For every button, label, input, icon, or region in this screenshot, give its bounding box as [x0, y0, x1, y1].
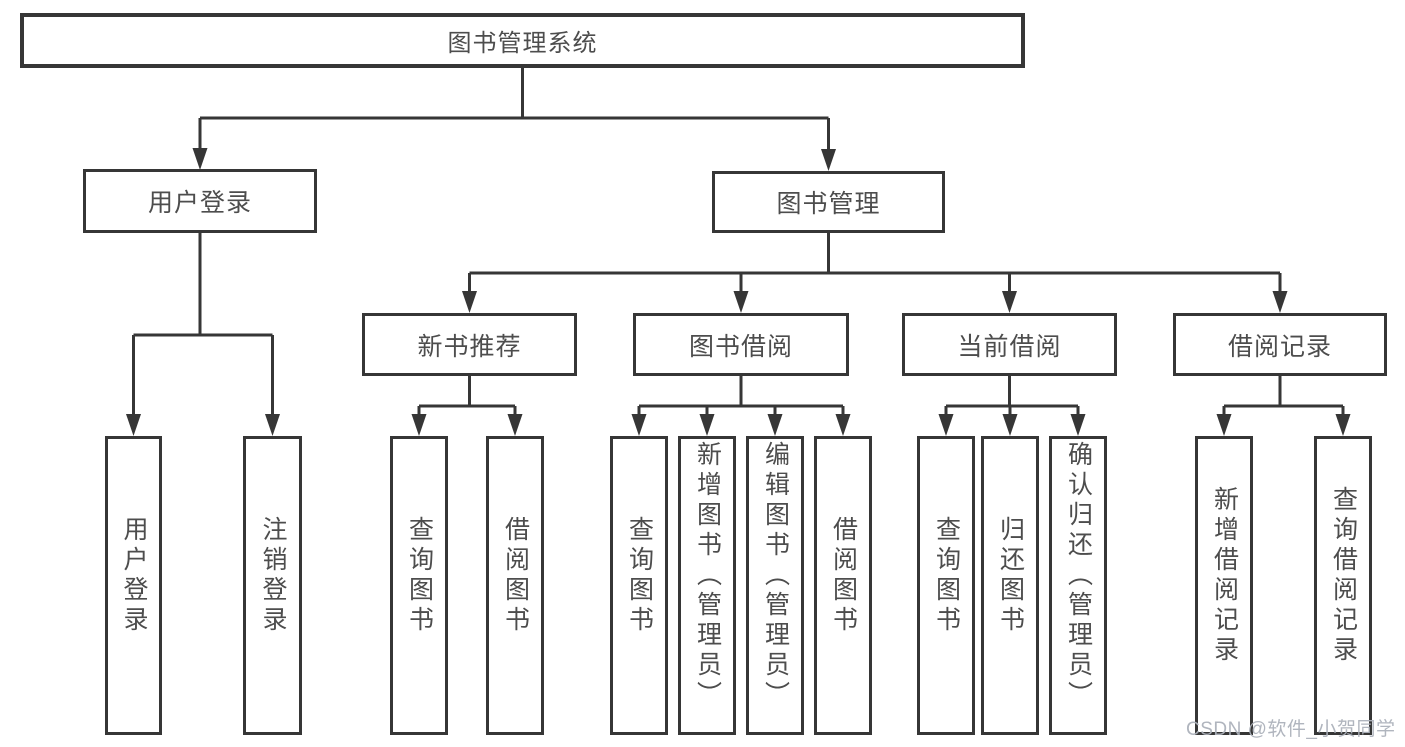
- node-new-book-recommend: 新书推荐: [362, 313, 577, 376]
- node-current-borrow: 当前借阅: [902, 313, 1117, 376]
- csdn-watermark: CSDN @软件_小贺同学: [1186, 719, 1396, 740]
- leaf-borrow-books-label: 借阅图书: [829, 515, 858, 636]
- leaf-borrow-books: 借阅图书: [814, 436, 872, 735]
- root-connector: [192, 68, 836, 171]
- node-book-management: 图书管理: [712, 171, 945, 233]
- node-borrow-records: 借阅记录: [1173, 313, 1387, 376]
- node-root-system: 图书管理系统: [20, 13, 1025, 68]
- leaf-query-books-borrow: 查询图书: [610, 436, 668, 735]
- leaf-user-login-label: 用户登录: [120, 515, 148, 636]
- leaf-borrow-books-recommend-label: 借阅图书: [501, 515, 530, 636]
- leaf-query-borrow-record-label: 查询借阅记录: [1329, 485, 1358, 666]
- leaf-query-borrow-record: 查询借阅记录: [1314, 436, 1372, 735]
- leaf-edit-book-admin-label: 编辑图书（管理员）: [761, 440, 790, 711]
- book-borrow-connector: [631, 376, 851, 436]
- node-book-borrow: 图书借阅: [633, 313, 849, 376]
- leaf-logout-label: 注销登录: [259, 515, 287, 636]
- leaf-query-books-recommend-label: 查询图书: [405, 515, 434, 636]
- book-management-connector: [462, 233, 1288, 313]
- leaf-confirm-return-admin-label: 确认归还（管理员）: [1064, 440, 1093, 711]
- leaf-add-book-admin-label: 新增图书（管理员）: [693, 440, 722, 711]
- leaf-edit-book-admin: 编辑图书（管理员）: [746, 436, 804, 735]
- leaf-add-borrow-record-label: 新增借阅记录: [1210, 485, 1239, 666]
- leaf-return-books-label: 归还图书: [996, 515, 1025, 636]
- leaf-add-borrow-record: 新增借阅记录: [1195, 436, 1253, 735]
- leaf-borrow-books-recommend: 借阅图书: [486, 436, 544, 735]
- new-book-recommend-connector: [411, 376, 523, 436]
- leaf-query-books-recommend: 查询图书: [390, 436, 448, 735]
- leaf-return-books: 归还图书: [981, 436, 1039, 735]
- leaf-logout: 注销登录: [243, 436, 302, 735]
- current-borrow-connector: [938, 376, 1086, 436]
- leaf-user-login: 用户登录: [105, 436, 162, 735]
- leaf-query-books-current: 查询图书: [917, 436, 975, 735]
- leaf-add-book-admin: 新增图书（管理员）: [678, 436, 736, 735]
- leaf-confirm-return-admin: 确认归还（管理员）: [1049, 436, 1107, 735]
- leaf-query-books-current-label: 查询图书: [932, 515, 961, 636]
- node-user-login: 用户登录: [83, 169, 317, 233]
- leaf-query-books-borrow-label: 查询图书: [625, 515, 654, 636]
- user-login-connector: [126, 233, 280, 436]
- borrow-records-connector: [1216, 376, 1351, 436]
